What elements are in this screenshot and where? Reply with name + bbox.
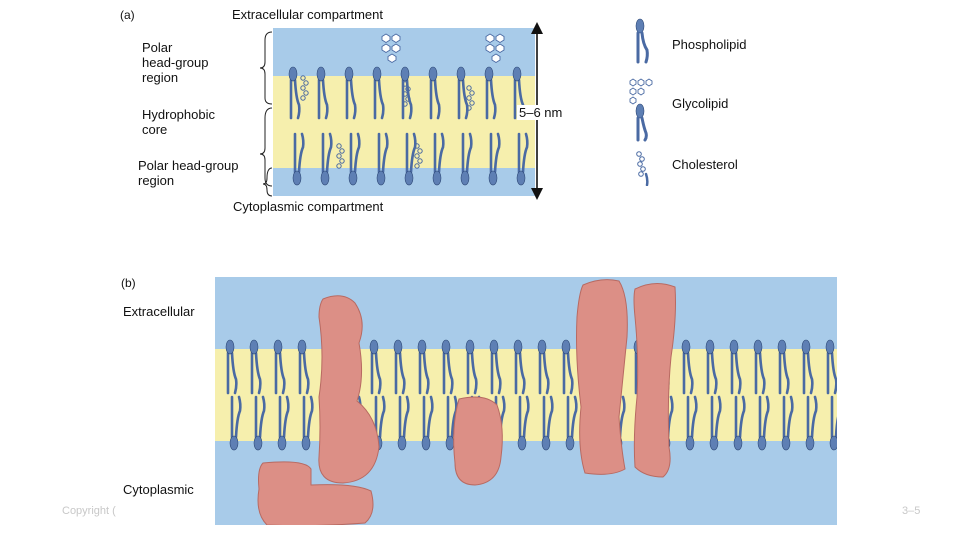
membrane-with-proteins-diagram-b xyxy=(215,277,837,525)
lower-lipid-b xyxy=(565,395,578,451)
upper-lipid-b xyxy=(537,339,550,395)
upper-lipid-b xyxy=(825,339,837,395)
upper-lipid-b xyxy=(369,339,382,395)
protein-peripheral-bottom-left xyxy=(257,461,374,525)
panel-a-letter: (a) xyxy=(120,8,135,22)
upper-lipid-a xyxy=(372,66,385,120)
extracellular-label: Extracellular xyxy=(123,304,195,319)
glycolipid-sugar-chain xyxy=(485,33,505,64)
lower-lipid-b xyxy=(781,395,794,451)
upper-lipid-b xyxy=(225,339,238,395)
polar-head-group-region-top-label: Polar head-group region xyxy=(142,40,209,85)
cytoplasmic-compartment-label: Cytoplasmic compartment xyxy=(233,199,384,214)
upper-lipid-b xyxy=(705,339,718,395)
glycolipid-sugar-chain xyxy=(381,33,401,64)
cholesterol-molecule xyxy=(336,143,345,169)
upper-lipid-b xyxy=(681,339,694,395)
region-braces xyxy=(259,31,273,197)
lower-lipid-a xyxy=(292,132,305,186)
cholesterol-icon xyxy=(636,151,649,186)
legend-phospholipid-label: Phospholipid xyxy=(672,37,747,52)
lower-lipid-b xyxy=(253,395,266,451)
upper-lipid-b xyxy=(489,339,502,395)
upper-lipid-b xyxy=(753,339,766,395)
upper-lipid-b xyxy=(273,339,286,395)
upper-lipid-a xyxy=(484,66,497,120)
upper-lipid-b xyxy=(249,339,262,395)
lower-lipid-a xyxy=(348,132,361,186)
glycolipid-icon xyxy=(629,78,653,142)
upper-lipid-b xyxy=(561,339,574,395)
upper-lipid-b xyxy=(777,339,790,395)
protein-embedded-center xyxy=(453,396,503,486)
upper-lipid-a xyxy=(288,66,301,120)
upper-lipid-a xyxy=(456,66,469,120)
lower-lipid-b xyxy=(301,395,314,451)
legend-glycolipid-label: Glycolipid xyxy=(672,96,729,111)
upper-lipid-a xyxy=(344,66,357,120)
lower-lipid-b xyxy=(829,395,837,451)
upper-lipid-b xyxy=(465,339,478,395)
upper-lipid-b xyxy=(513,339,526,395)
lower-lipid-b xyxy=(397,395,410,451)
upper-lipid-a xyxy=(428,66,441,120)
upper-lipid-b xyxy=(441,339,454,395)
upper-lipid-b xyxy=(801,339,814,395)
lower-lipid-a xyxy=(376,132,389,186)
thickness-label: 5–6 nm xyxy=(517,105,565,120)
lower-lipid-b xyxy=(733,395,746,451)
extracellular-polar-band-b xyxy=(215,277,837,349)
lower-lipid-a xyxy=(488,132,501,186)
lower-lipid-b xyxy=(277,395,290,451)
cholesterol-molecule xyxy=(414,143,423,169)
lower-lipid-b xyxy=(805,395,818,451)
protein-transmembrane-right xyxy=(633,283,676,478)
phospholipid-icon xyxy=(635,18,649,64)
lower-lipid-b xyxy=(517,395,530,451)
upper-lipid-a xyxy=(400,66,413,120)
extracellular-compartment-label: Extracellular compartment xyxy=(232,7,383,22)
panel-b-letter: (b) xyxy=(121,276,136,290)
upper-lipid-a xyxy=(316,66,329,120)
upper-lipid-b xyxy=(729,339,742,395)
lower-lipid-b xyxy=(709,395,722,451)
lower-lipid-b xyxy=(757,395,770,451)
lipid-bilayer-diagram-a xyxy=(273,28,535,196)
polar-head-group-region-bottom-label: Polar head-group region xyxy=(138,158,239,188)
protein-transmembrane-left xyxy=(318,295,380,484)
legend-cholesterol-label: Cholesterol xyxy=(672,157,738,172)
lower-lipid-b xyxy=(229,395,242,451)
cholesterol-molecule xyxy=(300,75,309,101)
upper-lipid-b xyxy=(393,339,406,395)
cholesterol-molecule xyxy=(466,85,475,111)
cholesterol-molecule xyxy=(402,81,411,107)
upper-lipid-b xyxy=(417,339,430,395)
lower-lipid-b xyxy=(541,395,554,451)
lower-lipid-a xyxy=(516,132,529,186)
lower-lipid-b xyxy=(685,395,698,451)
page-number: 3–5 xyxy=(902,505,921,517)
lower-lipid-a xyxy=(432,132,445,186)
lower-lipid-a xyxy=(460,132,473,186)
hydrophobic-core-label: Hydrophobic core xyxy=(142,107,215,137)
upper-lipid-b xyxy=(297,339,310,395)
protein-transmembrane-tall xyxy=(576,279,628,475)
lower-lipid-a xyxy=(320,132,333,186)
copyright-footer: Copyright ( xyxy=(62,505,116,517)
cytoplasmic-label: Cytoplasmic xyxy=(123,482,194,497)
lower-lipid-b xyxy=(421,395,434,451)
